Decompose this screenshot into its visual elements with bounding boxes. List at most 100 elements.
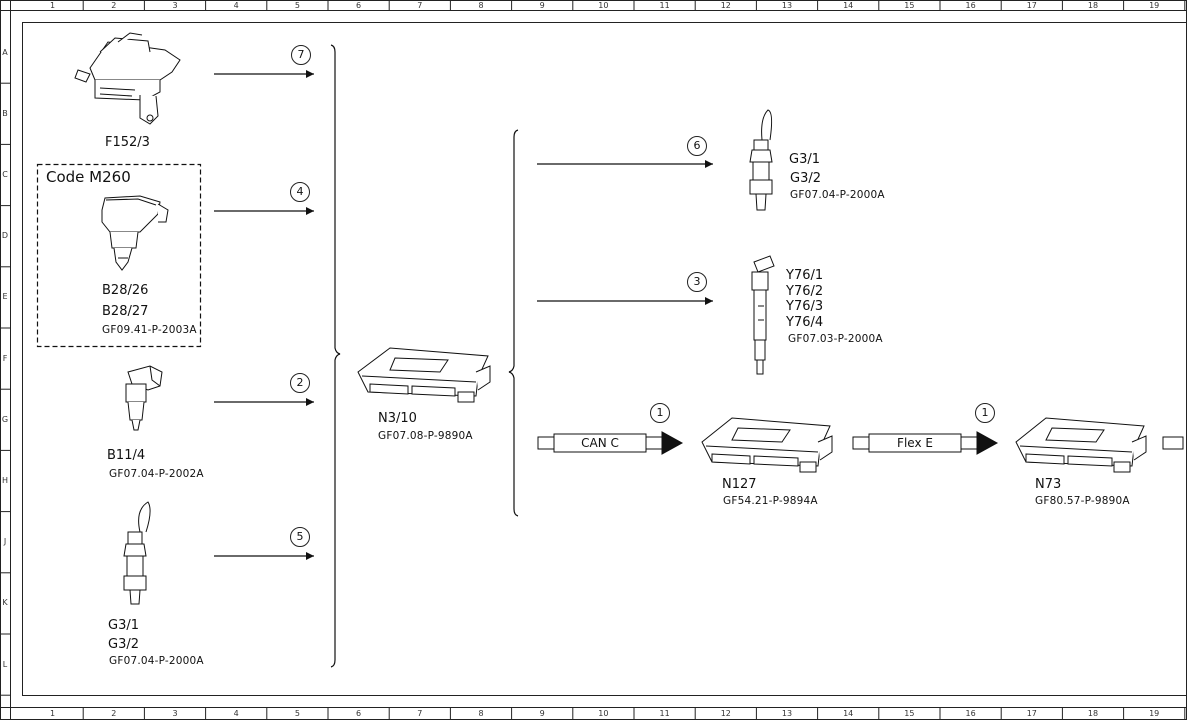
g3-1-label-left: G3/1 <box>108 618 139 633</box>
flex-e-label: Flex E <box>897 436 933 450</box>
arrow-number-1-flex: 1 <box>975 403 995 423</box>
n73-module-drawing <box>1015 417 1147 473</box>
grid-column-top-10: 10 <box>598 1 609 10</box>
can-c-label: CAN C <box>581 436 619 450</box>
grid-column-top-5: 5 <box>294 1 300 10</box>
grid-row-J: J <box>3 537 7 547</box>
grid-column-bottom-9: 9 <box>539 709 545 718</box>
b28-26-label: B28/26 <box>102 283 149 298</box>
grid-column-bottom-1: 1 <box>50 709 56 718</box>
output-brace <box>508 129 519 517</box>
grid-column-top-16: 16 <box>965 1 976 10</box>
code-m260-box <box>36 163 202 348</box>
f152-module-drawing <box>74 32 181 125</box>
g3-reference-left: GF07.04-P-2000A <box>109 655 204 667</box>
n127-label: N127 <box>722 477 757 492</box>
n3-10-ecu-drawing <box>357 347 491 403</box>
grid-column-bottom-8: 8 <box>478 709 484 718</box>
n3-10-reference: GF07.08-P-9890A <box>378 430 473 442</box>
y76-reference: GF07.03-P-2000A <box>788 333 883 345</box>
grid-column-top-3: 3 <box>172 1 178 10</box>
n73-reference: GF80.57-P-9890A <box>1035 495 1130 507</box>
grid-column-bottom-17: 17 <box>1026 709 1037 718</box>
n3-10-label: N3/10 <box>378 411 417 426</box>
grid-column-top-17: 17 <box>1026 1 1037 10</box>
grid-column-top-6: 6 <box>356 1 362 10</box>
n127-module-drawing <box>701 417 833 473</box>
grid-column-bottom-18: 18 <box>1087 709 1099 718</box>
grid-row-G: G <box>1 414 9 424</box>
b28-sensor-drawing <box>101 195 169 271</box>
grid-column-bottom-2: 2 <box>111 709 117 718</box>
grid-column-bottom-16: 16 <box>965 709 976 718</box>
grid-column-bottom-13: 13 <box>781 709 793 718</box>
y76-4-label: Y76/4 <box>786 315 824 330</box>
grid-column-top-18: 18 <box>1087 1 1099 10</box>
g3-1-label-right: G3/1 <box>789 152 820 167</box>
grid-column-top-8: 8 <box>478 1 484 10</box>
g3-reference-right: GF07.04-P-2000A <box>790 189 885 201</box>
grid-column-top-2: 2 <box>111 1 117 10</box>
grid-column-top-12: 12 <box>720 1 731 10</box>
grid-column-bottom-4: 4 <box>233 709 239 718</box>
y76-2-label: Y76/2 <box>786 284 824 299</box>
grid-row-C: C <box>2 170 8 179</box>
grid-column-bottom-6: 6 <box>356 709 362 718</box>
arrow-number-5: 5 <box>290 527 310 547</box>
b28-reference: GF09.41-P-2003A <box>102 324 197 336</box>
flex-e-bus <box>852 431 999 455</box>
grid-column-top-4: 4 <box>233 1 239 10</box>
b28-27-label: B28/27 <box>102 304 149 319</box>
grid-column-top-9: 9 <box>539 1 545 10</box>
continuation-connector <box>1162 436 1184 450</box>
grid-column-top-1: 1 <box>50 1 56 10</box>
grid-column-top-7: 7 <box>417 1 423 10</box>
grid-row-B: B <box>2 108 8 118</box>
grid-column-bottom-10: 10 <box>598 709 609 718</box>
grid-column-bottom-7: 7 <box>417 709 423 718</box>
grid-column-top-19: 19 <box>1149 1 1160 10</box>
grid-row-L: L <box>2 659 8 669</box>
f152-label: F152/3 <box>105 135 150 150</box>
arrow-number-4: 4 <box>290 182 310 202</box>
y76-1-label: Y76/1 <box>786 268 824 283</box>
b11-reference: GF07.04-P-2002A <box>109 468 204 480</box>
grid-column-bottom-12: 12 <box>720 709 731 718</box>
grid-row-F: F <box>2 353 8 363</box>
grid-column-bottom-15: 15 <box>904 709 915 718</box>
input-arrows <box>214 70 314 560</box>
grid-column-bottom-14: 14 <box>843 709 854 718</box>
y76-3-label: Y76/3 <box>786 299 824 314</box>
g3-probe-drawing-right <box>749 109 773 211</box>
arrow-number-3: 3 <box>687 272 707 292</box>
grid-row-D: D <box>1 231 9 241</box>
grid-column-bottom-11: 11 <box>659 709 670 718</box>
arrow-number-7: 7 <box>291 45 311 65</box>
g3-2-label-right: G3/2 <box>790 171 821 186</box>
n127-reference: GF54.21-P-9894A <box>723 495 818 507</box>
g3-probe-drawing-left <box>123 501 151 605</box>
grid-row-H: H <box>1 476 8 485</box>
b11-sensor-drawing <box>125 365 163 431</box>
grid-column-bottom-5: 5 <box>294 709 300 718</box>
g3-2-label-left: G3/2 <box>108 637 139 652</box>
grid-row-A: A <box>2 47 8 57</box>
grid-column-bottom-3: 3 <box>172 709 178 718</box>
grid-column-top-15: 15 <box>904 1 915 10</box>
grid-column-top-11: 11 <box>659 1 670 10</box>
can-c-bus <box>537 431 684 455</box>
n73-label: N73 <box>1035 477 1062 492</box>
y76-injector-drawing <box>751 255 775 375</box>
output-arrows <box>537 160 713 305</box>
code-m260-label: Code M260 <box>46 168 131 186</box>
grid-row-K: K <box>2 598 8 608</box>
input-brace <box>330 44 341 668</box>
grid-row-E: E <box>2 292 8 302</box>
grid-column-top-14: 14 <box>843 1 854 10</box>
arrow-number-1-can: 1 <box>650 403 670 423</box>
arrow-number-6: 6 <box>687 136 707 156</box>
b11-4-label: B11/4 <box>107 448 146 463</box>
